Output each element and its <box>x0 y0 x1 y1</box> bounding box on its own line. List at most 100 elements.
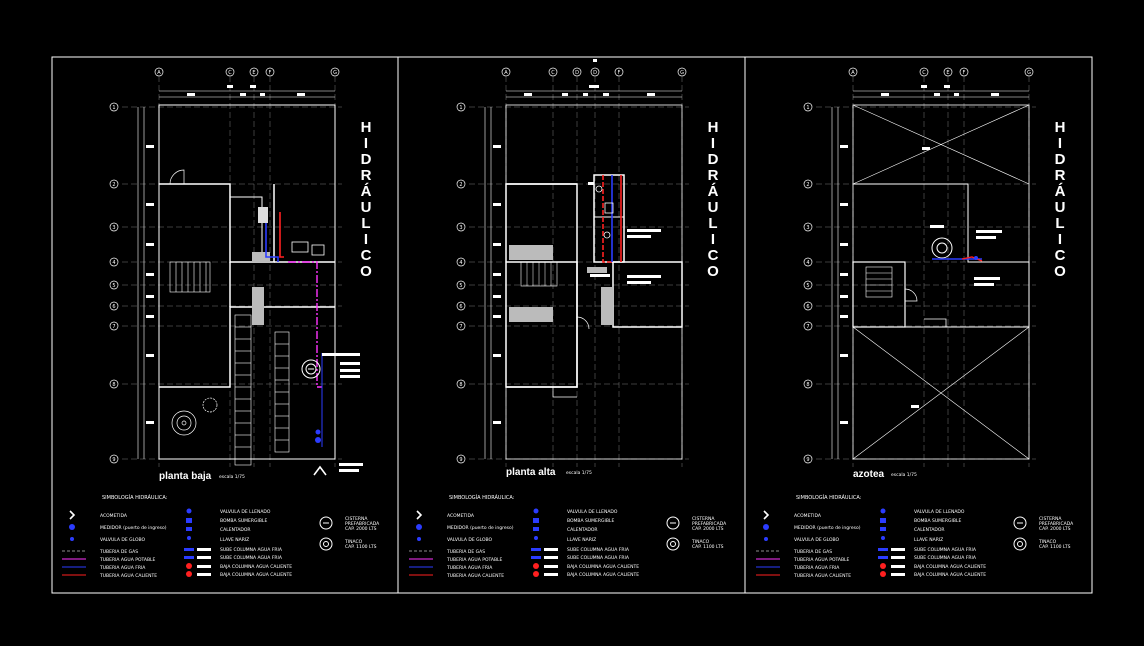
title-letter: C <box>361 247 372 264</box>
svg-text:3: 3 <box>459 225 462 231</box>
svg-text:8: 8 <box>806 382 809 388</box>
drop-icon <box>880 563 886 569</box>
tank-icon <box>666 537 680 551</box>
legend-item: LLAVE NARIZ <box>220 537 249 543</box>
title-letter: H <box>361 119 372 136</box>
title-letter: D <box>361 151 372 168</box>
svg-text:4: 4 <box>806 260 809 266</box>
dimension-lines-top <box>159 85 335 98</box>
ramp-steps-right <box>274 331 290 453</box>
legend-item: SUBE COLUMNA AGUA FRIA <box>914 547 977 553</box>
legend-item: SUBE COLUMNA AGUA FRIA <box>567 547 630 553</box>
legend-item: CAP. 2000 LTS <box>1039 526 1071 532</box>
legend-column-1: ACOMETIDA MEDIDOR (puerto de ingreso) VA… <box>756 510 861 579</box>
svg-text:C: C <box>551 70 555 76</box>
cistern-icon <box>319 516 333 530</box>
globe-valve-icon <box>70 537 74 541</box>
pump-icon <box>533 518 539 523</box>
legend-item: TINACO <box>344 539 363 545</box>
plan-label: planta baja escala 1/75 <box>159 471 245 482</box>
legend-item: TUBERIA DE GAS <box>99 549 138 555</box>
legend-item: VALVULA DE LLENADO <box>220 509 271 515</box>
svg-text:1: 1 <box>806 105 809 111</box>
title-letter: Á <box>361 183 372 200</box>
legend-item: CAP. 2000 LTS <box>692 526 724 532</box>
svg-text:5: 5 <box>806 283 809 289</box>
riser-icon <box>531 556 541 559</box>
acometida-arrow-icon <box>763 510 770 520</box>
legend-item: MEDIDOR (puerto de ingreso) <box>100 525 167 531</box>
legend-column-2: VALVULA DE LLENADO BOMBA SUMERGIBLE CALE… <box>184 508 292 578</box>
legend-item: LLAVE NARIZ <box>914 537 943 543</box>
legend-item: BAJA COLUMNA AGUA CALIENTE <box>220 564 292 570</box>
svg-text:F: F <box>618 70 621 76</box>
plan-name: planta baja <box>159 471 212 482</box>
svg-text:9: 9 <box>806 457 809 463</box>
title-letter: C <box>708 247 719 264</box>
grid-col-e: E <box>249 67 259 467</box>
title-letter: O <box>707 263 719 280</box>
title-letter: D <box>708 151 719 168</box>
meter-icon <box>763 524 769 530</box>
tank-icon <box>1013 537 1027 551</box>
svg-text:E: E <box>946 70 949 76</box>
acometida-arrow-icon <box>313 465 327 476</box>
legend-item: BAJA COLUMNA AGUA CALIENTE <box>567 572 639 578</box>
legend-item: CAP. 1100 LTS <box>345 544 377 550</box>
legend-item: ACOMETIDA <box>447 513 475 519</box>
dimension-lines-left <box>137 107 154 459</box>
faucet-icon <box>881 536 885 540</box>
svg-text:6: 6 <box>459 304 462 310</box>
plan-label: azotea escala 1/75 <box>853 469 917 480</box>
grid-col-f: F <box>959 67 969 467</box>
legend-item: TUBERIA AGUA POTABLE <box>99 557 156 563</box>
svg-text:D: D <box>575 70 579 76</box>
legend-item: BOMBA SUMERGIBLE <box>914 518 961 524</box>
legend: SIMBOLOGÍA HIDRÁULICA: ACOMETIDA MEDIDOR… <box>409 494 727 579</box>
grid-col-d2: D <box>590 67 600 467</box>
title-letter: Á <box>708 183 719 200</box>
legend-item: VALVULA DE GLOBO <box>794 537 839 543</box>
svg-text:A: A <box>504 70 508 76</box>
legend: SIMBOLOGÍA HIDRÁULICA: ACOMETIDA MEDIDOR… <box>62 494 380 579</box>
legend-item: SUBE COLUMNA AGUA FRIA <box>567 555 630 561</box>
svg-text:5: 5 <box>459 283 462 289</box>
legend-item: VALVULA DE LLENADO <box>567 509 618 515</box>
dimension-lines-top <box>506 59 682 98</box>
legend-item: PREFABRICADA <box>345 521 380 527</box>
faucet-icon <box>187 536 191 540</box>
panel-azotea: A C E F G 1 2 3 4 5 6 7 8 9 <box>756 67 1074 579</box>
legend-item: TUBERIA AGUA FRIA <box>446 565 493 571</box>
legend-item: MEDIDOR (puerto de ingreso) <box>794 525 861 531</box>
legend-item: BAJA COLUMNA AGUA CALIENTE <box>914 564 986 570</box>
legend-item: SUBE COLUMNA AGUA FRIA <box>220 555 283 561</box>
plan-label: planta alta escala 1/75 <box>506 467 592 478</box>
grid-col-f: F <box>614 67 624 467</box>
svg-text:3: 3 <box>806 225 809 231</box>
title-letter: L <box>361 215 370 232</box>
title-letter: I <box>711 231 715 248</box>
legend-item: ACOMETIDA <box>100 513 128 519</box>
legend-item: CAP. 1100 LTS <box>1039 544 1071 550</box>
riser-icon <box>878 548 888 551</box>
svg-text:C: C <box>922 70 926 76</box>
vertical-title: H I D R Á U L I C O <box>707 119 719 280</box>
svg-text:A: A <box>851 70 855 76</box>
title-letter: R <box>1055 167 1066 184</box>
legend-item: PREFABRICADA <box>1039 521 1074 527</box>
svg-text:2: 2 <box>112 182 115 188</box>
svg-text:3: 3 <box>112 225 115 231</box>
acometida-arrow-icon <box>416 510 423 520</box>
legend-item: VALVULA DE LLENADO <box>914 509 965 515</box>
legend-item: TUBERIA AGUA POTABLE <box>446 557 503 563</box>
legend-item: BAJA COLUMNA AGUA CALIENTE <box>220 572 292 578</box>
riser-icon <box>531 548 541 551</box>
vertical-title: H I D R Á U L I C O <box>360 119 372 280</box>
legend: SIMBOLOGÍA HIDRÁULICA: ACOMETIDA MEDIDOR… <box>756 494 1074 579</box>
title-letter: I <box>364 231 368 248</box>
legend-title: SIMBOLOGÍA HIDRÁULICA: <box>449 494 515 501</box>
meter-icon <box>69 524 75 530</box>
svg-text:G: G <box>333 70 337 76</box>
acometida-arrow-icon <box>69 510 76 520</box>
